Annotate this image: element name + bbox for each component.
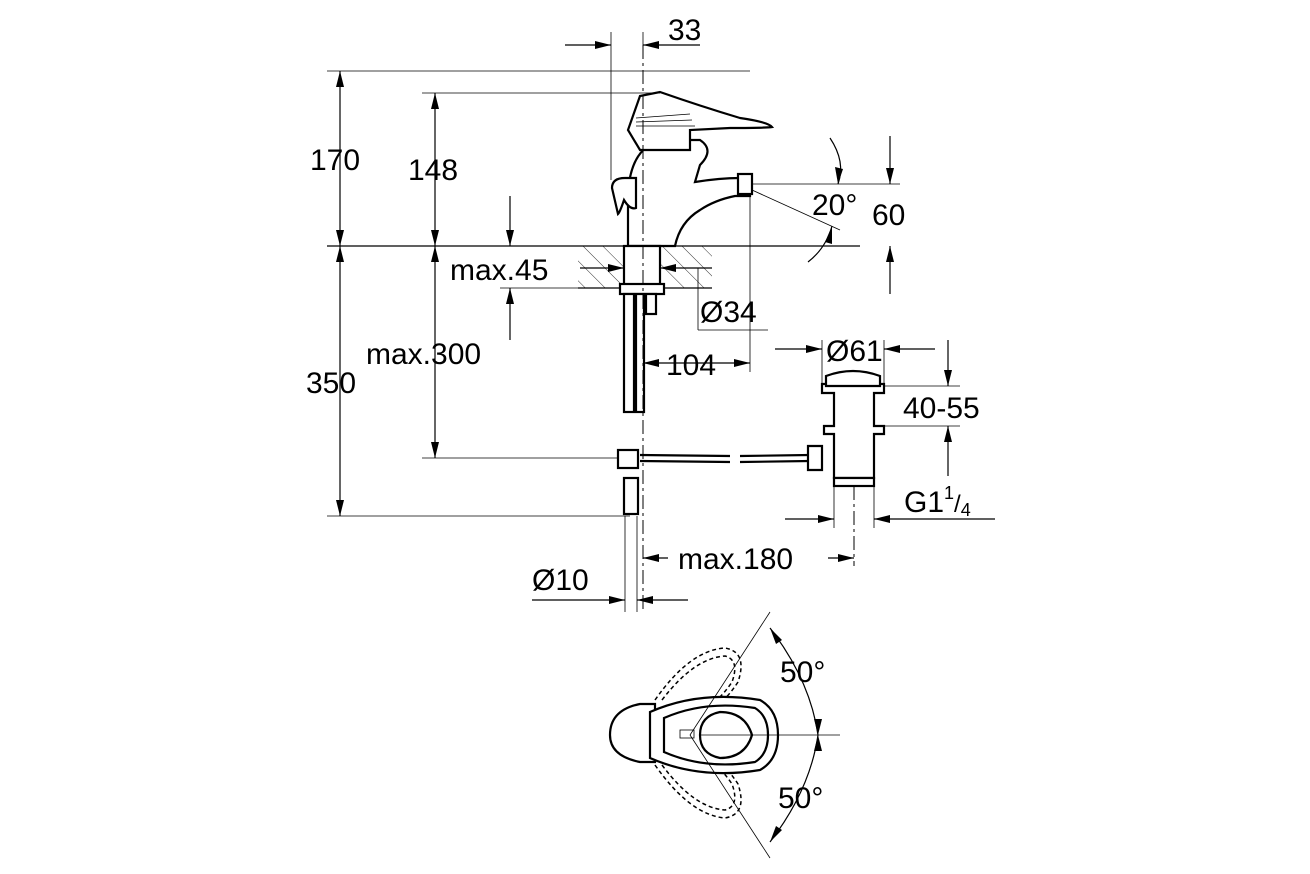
dim-d61: Ø61 xyxy=(775,335,935,384)
dim-d34: Ø34 xyxy=(580,264,768,331)
dim-d10: Ø10 xyxy=(532,516,688,612)
countertop xyxy=(327,245,860,289)
label-thread-main: G1 xyxy=(904,486,944,519)
label-max300: max.300 xyxy=(366,338,481,371)
dim-170: 170 xyxy=(310,70,750,246)
dim-40-55: 40-55 xyxy=(884,340,980,476)
pop-up-waste xyxy=(639,369,886,566)
label-thread-num: 1 xyxy=(944,483,954,503)
label-rotation-down: 50° xyxy=(778,782,823,815)
label-170: 170 xyxy=(310,144,360,177)
faucet-top-view xyxy=(608,611,840,859)
label-d34: Ø34 xyxy=(700,296,757,329)
dim-g1-1-4: G11/4 xyxy=(785,483,995,528)
faucet-side-view xyxy=(610,45,775,612)
dim-max180: max.180 xyxy=(643,543,854,576)
label-40-55: 40-55 xyxy=(903,392,980,425)
dim-max300: max.300 xyxy=(366,246,618,459)
label-max180: max.180 xyxy=(678,543,793,576)
label-thread-den: 4 xyxy=(961,500,971,520)
label-20deg: 20° xyxy=(812,189,857,222)
label-33: 33 xyxy=(668,14,701,47)
label-d10: Ø10 xyxy=(532,564,589,597)
dim-33: 33 xyxy=(565,14,701,180)
dim-max45: max.45 xyxy=(450,196,578,340)
dim-rotation-up: 50° xyxy=(769,627,825,736)
dim-rotation-down: 50° xyxy=(769,734,823,843)
label-350: 350 xyxy=(306,367,356,400)
label-max45: max.45 xyxy=(450,254,548,287)
dim-148: 148 xyxy=(408,92,660,246)
label-148: 148 xyxy=(408,154,458,187)
label-60: 60 xyxy=(872,199,905,232)
dim-60: 60 xyxy=(872,136,905,294)
dim-spout-angle: 20° xyxy=(751,137,900,263)
label-rotation-up: 50° xyxy=(780,656,825,689)
dim-104: 104 xyxy=(643,196,751,382)
label-104: 104 xyxy=(666,349,716,382)
svg-text:G11/4: G11/4 xyxy=(904,483,971,520)
dim-350: 350 xyxy=(306,246,630,517)
label-d61: Ø61 xyxy=(826,335,883,368)
